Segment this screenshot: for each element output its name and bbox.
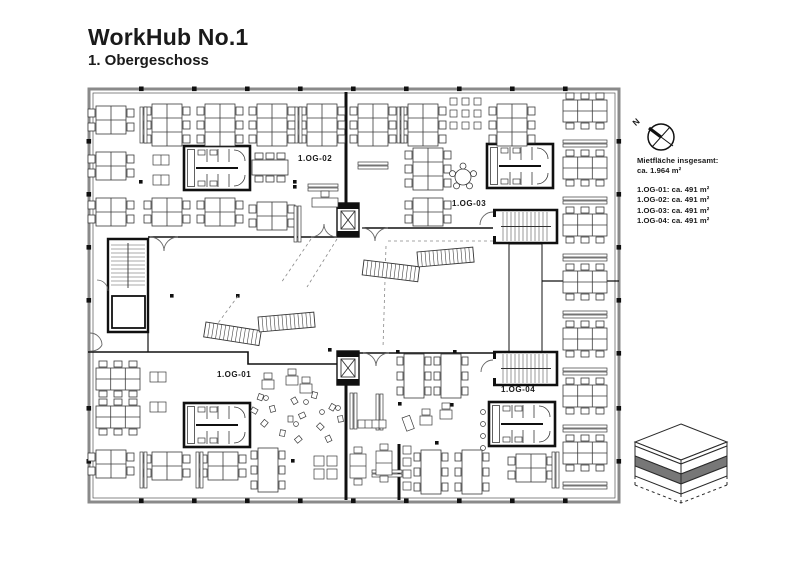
- desk-cluster-6: [562, 377, 608, 415]
- legend-unit-og03: 1.OG-03: ca. 491 m²: [637, 205, 710, 215]
- wc-core-bottom-right: [487, 400, 557, 448]
- desk-cluster-6: [143, 103, 191, 147]
- stair-core-left: [96, 237, 150, 334]
- desk-cluster-6: [399, 103, 447, 147]
- zone-label-og03: 1.OG-03: [452, 199, 487, 208]
- desk-cluster-6: [488, 103, 536, 147]
- atrium-dashed-outline: [209, 238, 498, 349]
- desk-cluster-6: [562, 149, 608, 187]
- desk-cluster-6: [298, 103, 346, 147]
- desk-cluster-6: [196, 103, 244, 147]
- desk-cluster-6: [95, 360, 141, 398]
- building-storey-cube-icon: [633, 423, 729, 504]
- zone-label-og01: 1.OG-01: [217, 370, 252, 379]
- area-legend: Mietfläche insgesamt: ca. 1.964 m² 1.OG-…: [637, 156, 718, 226]
- misc-furniture: [149, 154, 486, 491]
- page-subtitle: 1. Obergeschoss: [88, 52, 209, 69]
- elevator-top: [336, 202, 360, 238]
- stair-core-bottom-right: [491, 350, 559, 387]
- wc-core-top-right: [485, 142, 555, 190]
- zone-label-og04: 1.OG-04: [501, 385, 536, 394]
- legend-unit-og01: 1.OG-01: ca. 491 m²: [637, 184, 710, 194]
- desk-cluster-6: [349, 103, 397, 147]
- desk-cluster-6: [248, 103, 296, 147]
- legend-unit-og02: 1.OG-02: ca. 491 m²: [637, 195, 710, 205]
- elevator-bottom: [336, 350, 360, 386]
- wc-core-top-left: [182, 144, 252, 192]
- page-title: WorkHub No.1: [88, 24, 249, 50]
- north-arrow-icon: [647, 123, 675, 151]
- legend-unit-og04: 1.OG-04: ca. 491 m²: [637, 216, 710, 226]
- door-arcs: [89, 211, 494, 373]
- desk-cluster-6: [404, 147, 452, 191]
- stair-core-top-right: [491, 208, 559, 245]
- zone-label-og02: 1.OG-02: [298, 154, 333, 163]
- desk-cluster-6: [562, 263, 608, 301]
- scattered-chairs: [250, 391, 344, 444]
- desk-cluster-6: [562, 434, 608, 472]
- legend-total-label: Mietfläche insgesamt:: [637, 156, 719, 165]
- legend-total-value: ca. 1.964 m²: [637, 166, 682, 176]
- desk-cluster-6: [95, 398, 141, 436]
- wc-core-bottom-left: [182, 401, 252, 449]
- desk-cluster-6: [562, 206, 608, 244]
- desk-cluster-6: [562, 320, 608, 358]
- workshop-tables: [449, 97, 482, 130]
- desk-cluster-6: [562, 92, 608, 130]
